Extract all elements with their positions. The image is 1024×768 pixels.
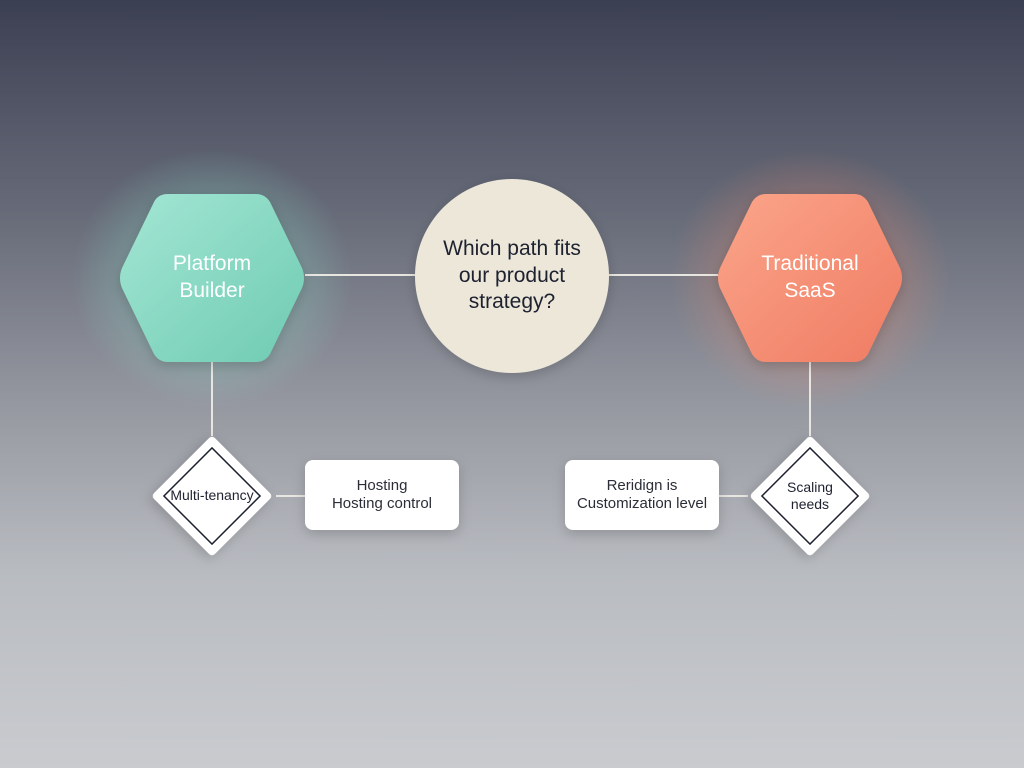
traditional-saas-hexagon[interactable]	[718, 194, 902, 362]
traditional-saas-label: Traditional SaaS	[761, 252, 859, 302]
multi-tenancy-diamond[interactable]	[151, 435, 273, 557]
scaling-needs-diamond-outline	[760, 446, 860, 546]
platform-builder-hexagon[interactable]	[120, 194, 304, 362]
hosting-card[interactable]	[305, 460, 459, 530]
hosting-label: Hosting Hosting control	[331, 477, 433, 512]
platform-builder-label: Platform Builder	[172, 252, 252, 302]
multi-tenancy-diamond-outline	[162, 446, 262, 546]
question-circle[interactable]	[415, 179, 609, 373]
scaling-needs-diamond[interactable]	[749, 435, 871, 557]
connectors	[211, 274, 811, 497]
multi-tenancy-label: Multi-tenancy	[170, 487, 254, 504]
scaling-needs-label: Scaling needs	[787, 478, 833, 513]
customization-card[interactable]	[565, 460, 719, 530]
question-label: Which path fits our product strategy?	[443, 236, 581, 314]
customization-label: Reridign is Customization level	[576, 477, 708, 512]
